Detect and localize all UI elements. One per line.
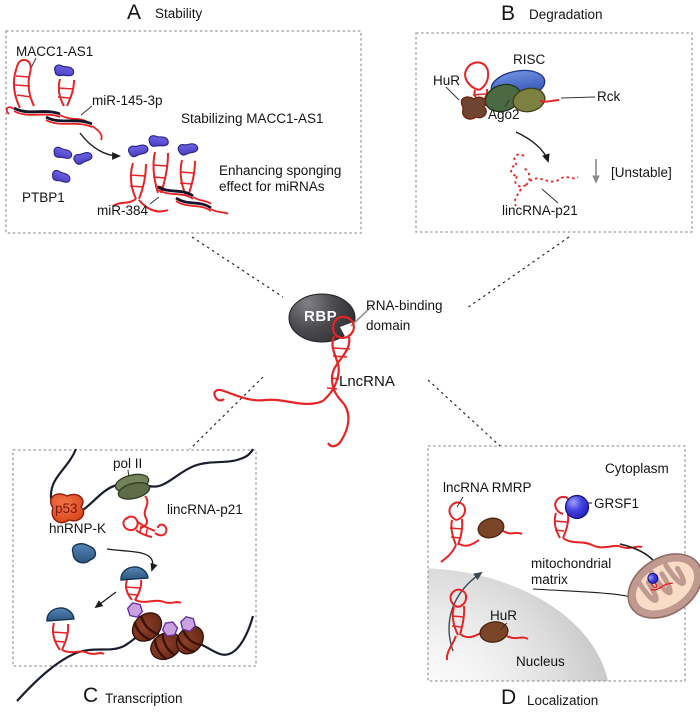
rbp-protein bbox=[288, 293, 356, 343]
label-rna-binding-domain: RNA-binding domain bbox=[366, 298, 443, 333]
panel-a-art bbox=[5, 57, 229, 215]
panel-b-border bbox=[415, 32, 693, 233]
panel-b-art bbox=[445, 61, 600, 207]
mitochondrion bbox=[627, 553, 700, 619]
label-lncrna-center: LncRNA bbox=[339, 373, 395, 390]
label-lincrna-c: lincRNA-p21 bbox=[167, 502, 243, 517]
label-lincrna-b: lincRNA-p21 bbox=[502, 203, 578, 218]
stabilization-arrow bbox=[79, 132, 121, 160]
panel-b-title: Degradation bbox=[529, 7, 603, 22]
nascent-lincrna-p21 bbox=[122, 495, 168, 538]
nucleosome bbox=[176, 625, 204, 655]
b-pointer-lines bbox=[445, 86, 596, 204]
polii-protein bbox=[114, 473, 151, 500]
degradation-arrow bbox=[515, 131, 550, 163]
label-rmrp: lncRNA RMRP bbox=[443, 480, 532, 495]
center-art bbox=[213, 293, 372, 448]
rna-strand-exit bbox=[539, 99, 560, 103]
hur-protein bbox=[460, 96, 487, 120]
connector-d bbox=[427, 379, 501, 447]
nucleus-shape bbox=[428, 568, 608, 681]
label-macc1as1: MACC1-AS1 bbox=[16, 44, 94, 59]
label-rbp: RBP bbox=[304, 308, 338, 325]
connector-lines bbox=[189, 236, 570, 450]
rck-pointer-line bbox=[560, 96, 596, 99]
label-hur-b: HuR bbox=[433, 73, 461, 88]
hnrnpk-dome bbox=[120, 566, 149, 581]
mir384-pointer-line bbox=[149, 196, 160, 205]
rmrp-complex bbox=[440, 496, 523, 563]
label-rck: Rck bbox=[597, 89, 621, 104]
export-arrow bbox=[448, 571, 483, 652]
panel-c-title: Transcription bbox=[105, 691, 183, 706]
panel-c-art bbox=[16, 448, 255, 702]
p53-protein bbox=[49, 493, 85, 524]
nucleosome bbox=[131, 612, 163, 642]
panel-d-art bbox=[440, 494, 700, 661]
macc1as1-rna bbox=[12, 58, 75, 109]
label-mito-matrix: mitochondrial matrix bbox=[531, 556, 612, 588]
label-nucleus: Nucleus bbox=[516, 654, 565, 669]
matrix-pointer-arrow bbox=[532, 588, 645, 602]
panel-c-letter: C bbox=[83, 684, 99, 707]
hur-pointer-line bbox=[445, 86, 460, 101]
panel-a-title: Stability bbox=[155, 6, 203, 21]
lincrna-pointer-line bbox=[541, 188, 559, 204]
label-stabilizing: Stabilizing MACC1-AS1 bbox=[181, 111, 324, 126]
label-mir145: miR-145-3p bbox=[92, 93, 163, 108]
hnrnpk-rna-complex bbox=[120, 566, 182, 604]
hnrnpk-rna-on-dna bbox=[46, 607, 105, 655]
panel-b-letter: B bbox=[501, 2, 516, 25]
label-unstable: [Unstable] bbox=[611, 165, 672, 180]
rmrp-binding-protein bbox=[477, 517, 505, 539]
ago2-pointer-line bbox=[504, 99, 510, 108]
ptbp1-protein-on-rna bbox=[52, 63, 76, 80]
repression-arrow bbox=[94, 591, 117, 609]
hnrnpk-protein bbox=[71, 543, 97, 564]
label-polii: pol II bbox=[113, 456, 143, 471]
hexagon-mark bbox=[179, 615, 197, 633]
sponged-mirna-duplexes bbox=[157, 185, 229, 215]
mir145-pointer-line bbox=[80, 105, 93, 116]
label-ptbp1: PTBP1 bbox=[22, 190, 65, 205]
label-hur-d: HuR bbox=[490, 608, 518, 623]
hur-protein bbox=[479, 621, 509, 643]
grsf1-in-matrix bbox=[647, 572, 659, 584]
panel-a-letter: A bbox=[127, 1, 142, 24]
label-grsf1: GRSF1 bbox=[594, 496, 640, 511]
rmrp-pointer-line bbox=[456, 496, 464, 508]
nucleosome bbox=[150, 631, 182, 661]
hur-pointer-line bbox=[499, 622, 508, 631]
methyl-mark-hexagons bbox=[126, 602, 197, 637]
nuclear-hur-complex bbox=[445, 588, 529, 661]
connector-c bbox=[189, 376, 264, 450]
degraded-rna-dotted bbox=[510, 153, 579, 207]
rck-protein bbox=[512, 87, 546, 113]
panel-d-letter: D bbox=[501, 686, 517, 709]
binding-arrow bbox=[106, 548, 158, 572]
ptbp1-proteins bbox=[50, 145, 94, 186]
label-enhancing: Enhancing sponging effect for miRNAs bbox=[219, 163, 342, 195]
label-ago2: Ago2 bbox=[488, 107, 520, 122]
hexagon-mark bbox=[126, 602, 144, 618]
macc1as1-pointer-line bbox=[30, 57, 37, 69]
label-cytoplasm: Cytoplasm bbox=[605, 461, 669, 476]
label-risc: RISC bbox=[513, 52, 546, 67]
connector-a bbox=[191, 236, 284, 298]
label-hnrnpk: hnRNP-K bbox=[49, 521, 107, 536]
mirna-duplexes bbox=[5, 106, 103, 141]
label-mir384: miR-384 bbox=[97, 203, 149, 218]
grsf1-protein bbox=[564, 494, 590, 520]
ptbp1-proteins-bound bbox=[127, 134, 199, 158]
center-lncrna bbox=[213, 315, 355, 448]
panel-d-title: Localization bbox=[527, 693, 599, 708]
hnrnpk-dome bbox=[46, 607, 75, 622]
hexagon-mark bbox=[161, 621, 179, 637]
panel-a-border bbox=[5, 30, 362, 234]
label-p53: p53 bbox=[55, 501, 78, 516]
connector-b bbox=[466, 236, 570, 309]
domain-pointer-line bbox=[350, 306, 372, 327]
nucleosomes bbox=[126, 602, 204, 661]
